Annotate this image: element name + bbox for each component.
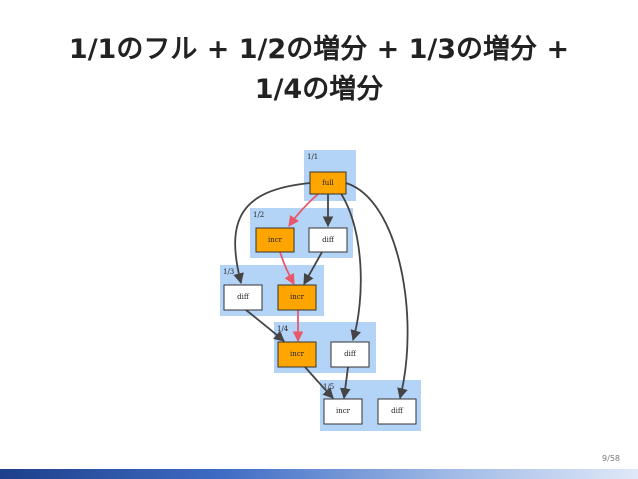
nodes: full incr diff diff incr incr diff incr	[223, 171, 417, 425]
group-label-1-5: 1/5	[323, 383, 334, 391]
edge-incr-1-2-to-incr-1-3	[279, 251, 295, 285]
node-label: incr	[290, 293, 305, 301]
edges	[233, 182, 409, 400]
node-label: incr	[290, 350, 305, 358]
group-label-1-2: 1/2	[253, 211, 264, 219]
edge-diff-1-2-to-incr-1-3	[303, 251, 323, 285]
node-diff-1-5: diff	[377, 398, 417, 425]
node-label: diff	[322, 236, 335, 244]
slide-title: 1/1のフル + 1/2の増分 + 1/3の増分 + 1/4の増分	[0, 30, 638, 110]
group-label-1-3: 1/3	[223, 268, 234, 276]
group-label-1-1: 1/1	[307, 153, 318, 161]
edge-diff-1-3-to-incr-1-4	[245, 309, 285, 342]
node-incr-1-3: incr	[277, 284, 317, 311]
node-incr-1-2: incr	[255, 227, 295, 253]
edge-full-to-diff-1-5	[345, 182, 409, 400]
footer-bar	[0, 469, 638, 479]
node-label: diff	[391, 407, 404, 415]
node-diff-1-4: diff	[330, 341, 370, 368]
node-incr-1-4: incr	[277, 341, 317, 368]
page-number: 9/58	[602, 454, 620, 463]
group-label-1-4: 1/4	[277, 325, 289, 333]
edge-full-to-diff-1-4	[339, 191, 362, 342]
edge-diff-1-4-to-incr-1-5	[339, 366, 351, 400]
node-label: incr	[336, 407, 351, 415]
node-label: diff	[344, 350, 357, 358]
node-full-1-1: full	[309, 171, 347, 195]
node-diff-1-3: diff	[223, 284, 263, 311]
node-label: full	[322, 179, 334, 187]
node-label: incr	[268, 236, 283, 244]
node-diff-1-2: diff	[308, 227, 348, 253]
slide-title-line-1: 1/1のフル + 1/2の増分 + 1/3の増分 +	[68, 34, 570, 65]
node-label: diff	[237, 293, 250, 301]
group-labels: 1/1 1/2 1/3 1/4 1/5	[223, 153, 334, 391]
edge-full-to-diff-1-3	[233, 182, 311, 285]
edge-incr-1-4-to-incr-1-5	[304, 366, 334, 399]
edge-full-to-incr-1-2	[288, 193, 319, 227]
slide-title-line-2: 1/4の増分	[254, 74, 384, 105]
node-incr-1-5: incr	[323, 398, 363, 425]
